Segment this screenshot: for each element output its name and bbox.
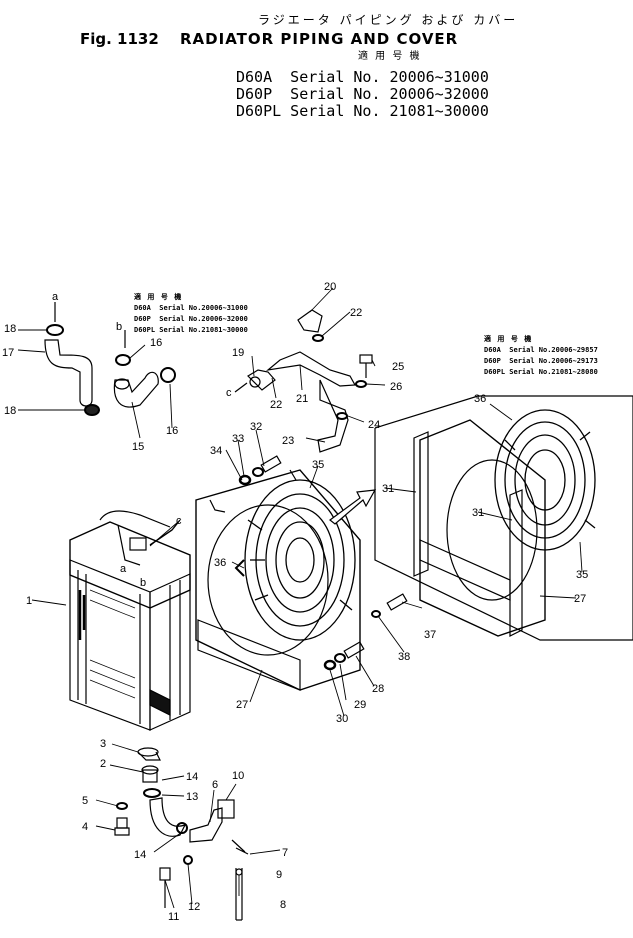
callout-1: 1 [26, 595, 32, 607]
label-c: c [176, 515, 182, 527]
label-a: a [52, 291, 59, 303]
left-box-line: D60P Serial No.20006~32000 [134, 315, 248, 323]
callout-11: 11 [168, 911, 179, 923]
page-title: RADIATOR PIPING AND COVER [180, 30, 459, 48]
callout-22: 22 [350, 307, 362, 319]
fan-shroud [195, 469, 361, 691]
callout-6: 6 [212, 779, 218, 791]
callout-16: 16 [150, 337, 162, 349]
fan-guard [234, 479, 356, 641]
label-b: b [116, 321, 122, 333]
leader-lines [17, 287, 583, 909]
left-box-line: D60A Serial No.20006~31000 [134, 304, 248, 312]
variant-fan-guard [494, 409, 596, 551]
right-box-line: D60PL Serial No.21081~28080 [484, 368, 598, 376]
callout-37: 37 [424, 629, 436, 641]
callout-14: 14 [186, 771, 198, 783]
callout-22: 22 [270, 399, 282, 411]
japanese-title: ラジエータ パイピング および カバー [258, 13, 519, 27]
callout-21: 21 [296, 393, 308, 405]
callout-20: 20 [324, 281, 336, 293]
callout-38: 38 [398, 651, 410, 663]
callout-5: 5 [82, 795, 88, 807]
callout-31: 31 [382, 483, 394, 495]
callout-18: 18 [4, 323, 16, 335]
left-box-line: D60PL Serial No.21081~30000 [134, 326, 248, 334]
right-box-line: D60P Serial No.20006~29173 [484, 357, 598, 365]
callout-23: 23 [282, 435, 294, 447]
label-c: c [226, 387, 232, 399]
callout-34: 34 [210, 445, 222, 457]
callout-2: 2 [100, 758, 106, 770]
variant-enclosure-outline [374, 395, 633, 641]
serial-line-d60p: D60P Serial No. 20006~32000 [236, 85, 489, 103]
callout-13: 13 [186, 791, 198, 803]
callout-numbers: 1 2 3 4 5 6 7 8 9 10 11 12 13 14 14 15 1… [2, 281, 588, 923]
callout-7: 7 [282, 847, 288, 859]
callout-35: 35 [576, 569, 588, 581]
callout-9: 9 [276, 869, 282, 881]
callout-19: 19 [232, 347, 244, 359]
right-box-line: D60A Serial No.20006~29857 [484, 346, 598, 354]
callout-14: 14 [134, 849, 146, 861]
callout-4: 4 [82, 821, 88, 833]
callout-12: 12 [188, 901, 200, 913]
callout-33: 33 [232, 433, 244, 445]
callout-35: 35 [312, 459, 324, 471]
callout-28: 28 [372, 683, 384, 695]
callout-10: 10 [232, 770, 244, 782]
variant-shroud [413, 419, 546, 637]
callout-24: 24 [368, 419, 380, 431]
callout-8: 8 [280, 899, 286, 911]
label-b: b [140, 577, 146, 589]
callout-3: 3 [100, 738, 106, 750]
callout-25: 25 [392, 361, 404, 373]
callout-29: 29 [354, 699, 366, 711]
callout-30: 30 [336, 713, 348, 725]
label-a: a [120, 563, 127, 575]
callout-27: 27 [236, 699, 248, 711]
callout-32: 32 [250, 421, 262, 433]
callout-27: 27 [574, 593, 586, 605]
applicability-heading: 適 用 号 機 [358, 51, 422, 62]
right-box-heading: 適 用 号 機 [484, 335, 534, 343]
callout-17: 17 [2, 347, 14, 359]
callout-31: 31 [472, 507, 484, 519]
callout-26: 26 [390, 381, 402, 393]
serial-line-d60a: D60A Serial No. 20006~31000 [236, 68, 489, 86]
left-box-heading: 適 用 号 機 [134, 293, 184, 301]
callout-15: 15 [132, 441, 144, 453]
callout-36: 36 [214, 557, 226, 569]
serial-line-d60pl: D60PL Serial No. 21081~30000 [236, 102, 489, 120]
callout-16: 16 [166, 425, 178, 437]
callout-18: 18 [4, 405, 16, 417]
callout-36: 36 [474, 393, 486, 405]
figure-number: Fig. 1132 [80, 30, 159, 48]
radiator-core [69, 510, 191, 731]
